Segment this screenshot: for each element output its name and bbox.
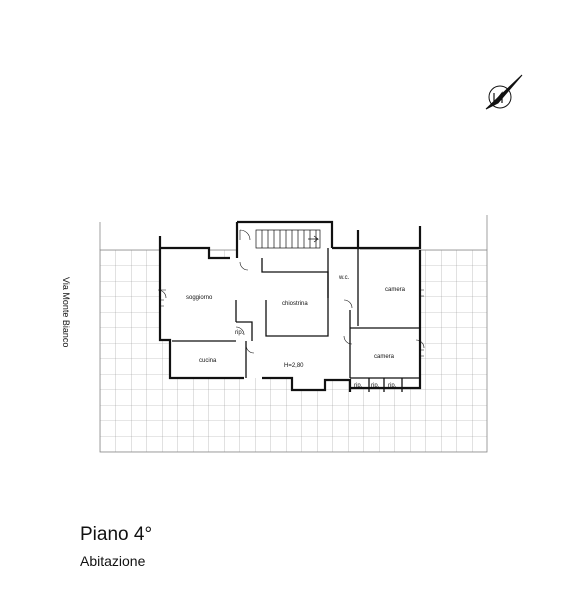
stair <box>255 229 321 249</box>
room-label-wc: w.c. <box>338 275 350 281</box>
door-swing-hall <box>239 261 249 271</box>
floor-title: Piano 4° <box>80 524 153 545</box>
stair-outline <box>255 229 321 249</box>
door-swing-camera <box>343 335 353 345</box>
street-label: Via Monte Bianco <box>61 277 71 347</box>
door-swing-cucina <box>245 344 255 354</box>
window-soggiorno <box>160 299 164 307</box>
room-label-height: H=2,80 <box>284 363 304 369</box>
room-label-soggiorno: soggiorno <box>186 295 213 301</box>
wall-chiostrina <box>261 258 329 337</box>
stair-arrow-icon <box>308 235 320 243</box>
wall-rip-dividers <box>368 378 403 392</box>
north-arrow-needle <box>485 74 523 110</box>
wall-south <box>262 376 352 392</box>
room-label-rip-2: rip. <box>371 383 380 389</box>
north-arrow-icon <box>485 74 523 110</box>
room-label-rip-1: rip. <box>354 383 363 389</box>
door-swing-entry <box>239 229 251 241</box>
room-label-camera-2: camera <box>374 354 395 360</box>
north-arrow-circle <box>488 85 512 109</box>
room-label-rip-small: rip. <box>235 330 244 336</box>
room-label-cucina: cucina <box>199 358 217 364</box>
floor-subtitle: Abitazione <box>80 553 146 569</box>
window-camera2 <box>420 349 424 357</box>
north-arrow-letter <box>493 91 503 105</box>
apartment: soggiorno cucina rip. H=2,80 chiostrina … <box>157 220 425 392</box>
windows <box>160 289 424 357</box>
door-swing-rip <box>235 326 245 336</box>
wall-camera-north <box>358 226 422 250</box>
apartment-floor <box>160 222 420 390</box>
wall-north-soggiorno <box>160 246 230 260</box>
room-label-chiostrina: chiostrina <box>282 301 308 307</box>
door-swing-camera2 <box>415 339 425 349</box>
room-label-camera-1: camera <box>385 287 406 293</box>
room-label-rip-3: rip. <box>388 383 397 389</box>
wall-west <box>158 236 244 380</box>
door-swings <box>157 229 425 354</box>
door-swing-wc <box>343 299 353 309</box>
door-swing-soggiorno <box>157 289 167 299</box>
window-camera <box>420 289 424 297</box>
wall-stair-north <box>237 220 334 248</box>
wall-wc-north <box>332 230 360 250</box>
wall-rip-south <box>236 321 253 341</box>
